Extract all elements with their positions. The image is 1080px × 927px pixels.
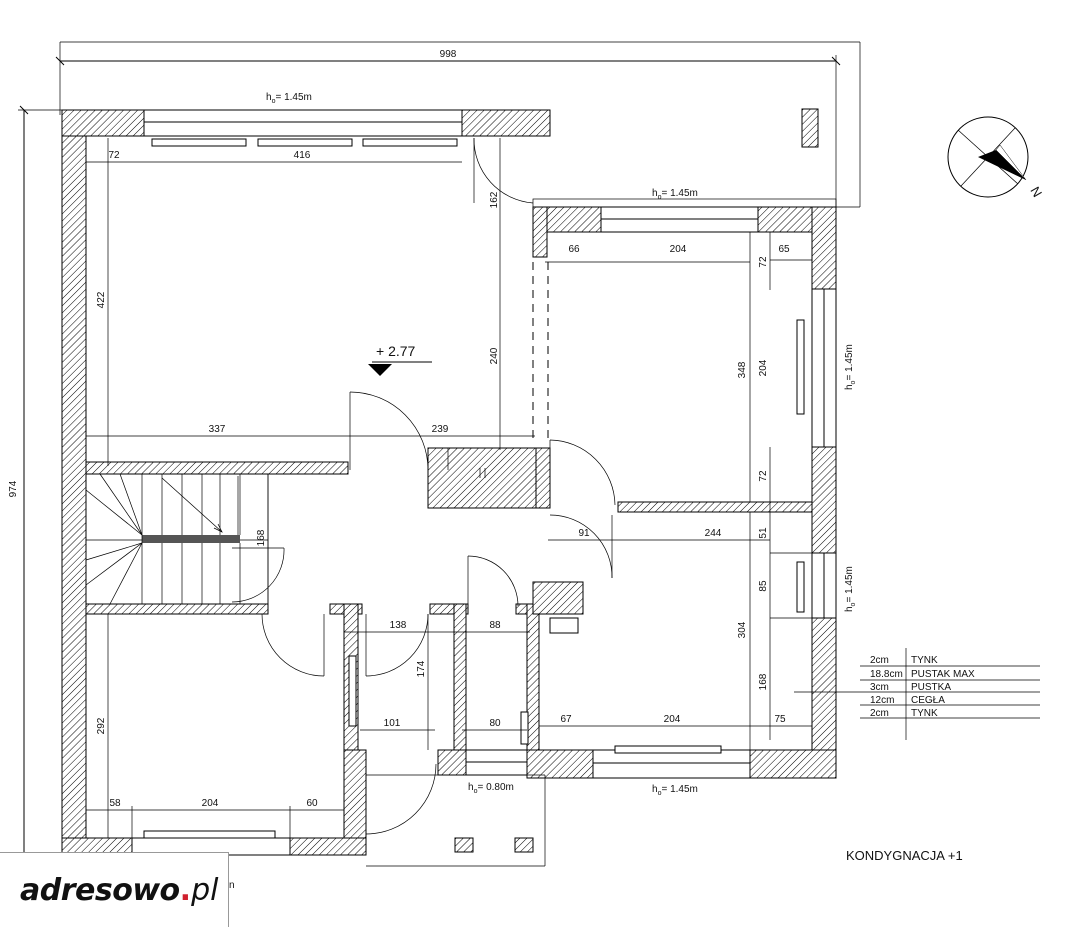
wall-layers-legend: 2cm TYNK 18.8cm PUSTAK MAX 3cm PUSTKA 12… [794,648,1040,740]
layer-3-material: PUSTKA [911,682,951,693]
logo-main-text: adresowo [20,872,180,908]
layer-5-material: TYNK [911,708,938,719]
layer-1-thickness: 2cm [870,655,889,666]
window-height-top-left: ho= 1.45m [266,92,312,105]
north-label: N [1027,184,1045,200]
windows [131,109,837,856]
staircase [85,473,269,605]
dim-total-height: 974 [8,480,19,497]
layer-4-material: CEGŁA [911,695,945,706]
dim-422: 422 [96,291,107,308]
window-height-labels: ho= 1.45m ho= 1.45m ho= 1.45m ho= 1.45m … [266,92,857,797]
dim-244: 244 [705,528,722,539]
dim-total-width: 998 [440,49,457,60]
dim-58: 58 [109,798,121,809]
dim-101: 101 [384,718,401,729]
layer-2-material: PUSTAK MAX [911,669,975,680]
window-height-right-upper: ho= 1.45m [844,344,857,390]
dimension-lines [86,138,812,838]
level-marker: + 2.77 [368,343,432,376]
dim-88: 88 [489,620,501,631]
dim-240: 240 [489,347,500,364]
dim-60: 60 [306,798,318,809]
dim-75: 75 [774,714,786,725]
interior-walls [85,108,819,853]
doors [231,137,616,835]
dimension-labels: 72 416 162 422 66 204 65 72 348 204 240 … [96,150,790,809]
dim-304: 304 [737,621,748,638]
window-height-right-lower: ho= 1.45m [844,566,857,612]
dim-292: 292 [96,717,107,734]
dim-204-b: 204 [758,359,769,376]
overall-dimensions: 998 974 [8,41,861,852]
dim-204-c: 204 [664,714,681,725]
dim-204-a: 204 [670,244,687,255]
layer-3-thickness: 3cm [870,682,889,693]
adresowo-logo: adresowo.pl [0,852,229,927]
dim-348: 348 [737,361,748,378]
dim-91: 91 [578,528,590,539]
dim-72-top: 72 [108,150,120,161]
dim-80: 80 [489,718,501,729]
dim-239: 239 [432,424,449,435]
dim-174: 174 [416,660,427,677]
floor-label: KONDYGNACJA +1 [846,848,963,863]
dim-168-b: 168 [758,673,769,690]
logo-dot: . [179,872,192,908]
logo-tld: pl [191,872,219,908]
dim-67: 67 [560,714,572,725]
layer-1-material: TYNK [911,655,938,666]
north-arrow-icon: N [947,116,1045,200]
dim-204-d: 204 [202,798,219,809]
dim-162: 162 [489,191,500,208]
window-height-bottom-small: ho= 0.80m [468,782,514,795]
dim-72-b: 72 [758,256,769,268]
dim-72-c: 72 [758,470,769,482]
dim-138: 138 [390,620,407,631]
dim-337: 337 [209,424,226,435]
dim-85: 85 [758,580,769,592]
layer-4-thickness: 12cm [870,695,894,706]
dim-168-stairs: 168 [256,529,267,546]
dim-66: 66 [568,244,580,255]
layer-5-thickness: 2cm [870,708,889,719]
dim-416: 416 [294,150,311,161]
level-mark-text: + 2.77 [376,343,416,359]
window-height-bottom-right: ho= 1.45m [652,784,698,797]
window-height-top-right: ho= 1.45m [652,188,698,201]
dim-65: 65 [778,244,790,255]
dim-51: 51 [758,527,769,539]
layer-2-thickness: 18.8cm [870,669,903,680]
logo-cut-text: n [229,880,235,891]
